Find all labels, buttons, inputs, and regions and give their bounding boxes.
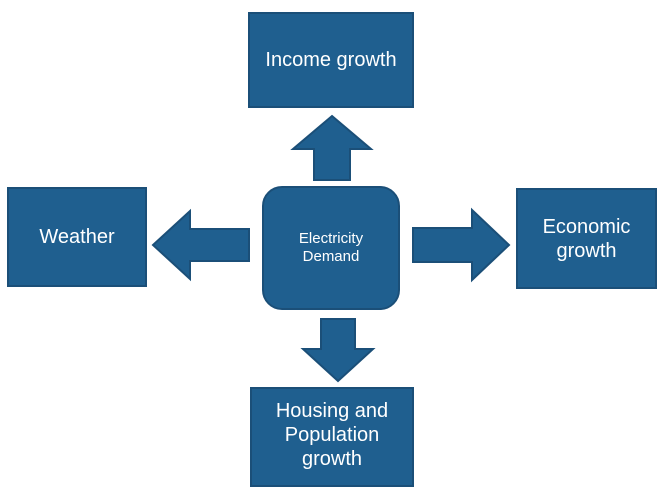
income-growth-box: Income growth — [248, 12, 414, 108]
arrow-left-icon — [151, 208, 250, 282]
economic-growth-label-line2: growth — [556, 239, 617, 262]
arrow-up-icon — [290, 114, 374, 181]
housing-population-growth-box: Housing and Population growth — [250, 387, 414, 487]
electricity-demand-label-line2: Demand — [302, 248, 360, 265]
housing-label-line2: Population — [284, 424, 380, 446]
weather-box: Weather — [7, 187, 147, 287]
economic-growth-label-line1: Economic — [542, 215, 631, 238]
economic-growth-box: Economic growth — [516, 188, 657, 289]
arrow-right-icon — [412, 207, 511, 283]
arrow-down-icon — [300, 318, 376, 383]
electricity-demand-label-line1: Electricity — [298, 230, 364, 247]
weather-label: Weather — [39, 226, 115, 248]
electricity-demand-box: Electricity Demand — [262, 186, 400, 310]
housing-label-line1: Housing and — [275, 400, 389, 422]
income-growth-label: Income growth — [265, 49, 397, 71]
housing-label-line3: growth — [301, 448, 363, 470]
